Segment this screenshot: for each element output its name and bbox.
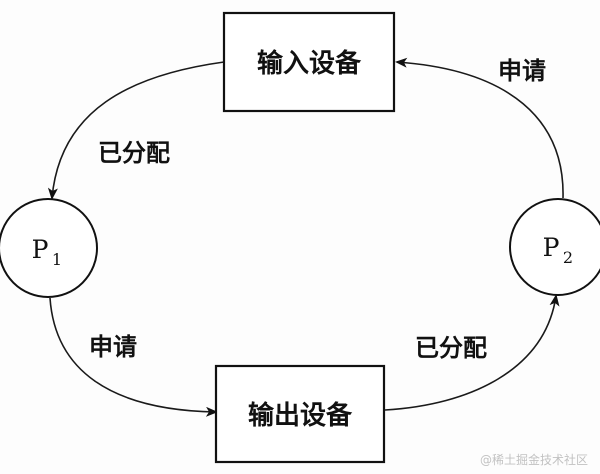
p2-label: P xyxy=(543,233,560,262)
process-p2-node: P 2 xyxy=(509,198,600,296)
edge-p1-to-output xyxy=(49,297,218,417)
edge-label-output-to-p2: 已分配 xyxy=(415,334,487,362)
edge-label-input-to-p1: 已分配 xyxy=(98,139,170,167)
watermark: @稀土掘金技术社区 xyxy=(479,453,588,467)
edge-p2-to-input xyxy=(395,57,564,199)
p1-subscript: 1 xyxy=(52,250,62,269)
input-device-label: 输入设备 xyxy=(257,48,362,79)
p2-subscript: 2 xyxy=(563,248,573,267)
p1-label: P xyxy=(32,235,49,264)
output-device-node: 输出设备 xyxy=(214,364,386,464)
edge-output-to-p2 xyxy=(384,294,560,411)
edge-label-p2-to-input: 申请 xyxy=(498,57,546,85)
edge-label-p1-to-output: 申请 xyxy=(89,333,137,361)
output-device-label: 输出设备 xyxy=(248,400,353,431)
input-device-node: 输入设备 xyxy=(222,11,396,113)
edge-input-to-p1 xyxy=(47,61,225,200)
process-p1-node: P 1 xyxy=(0,198,98,298)
